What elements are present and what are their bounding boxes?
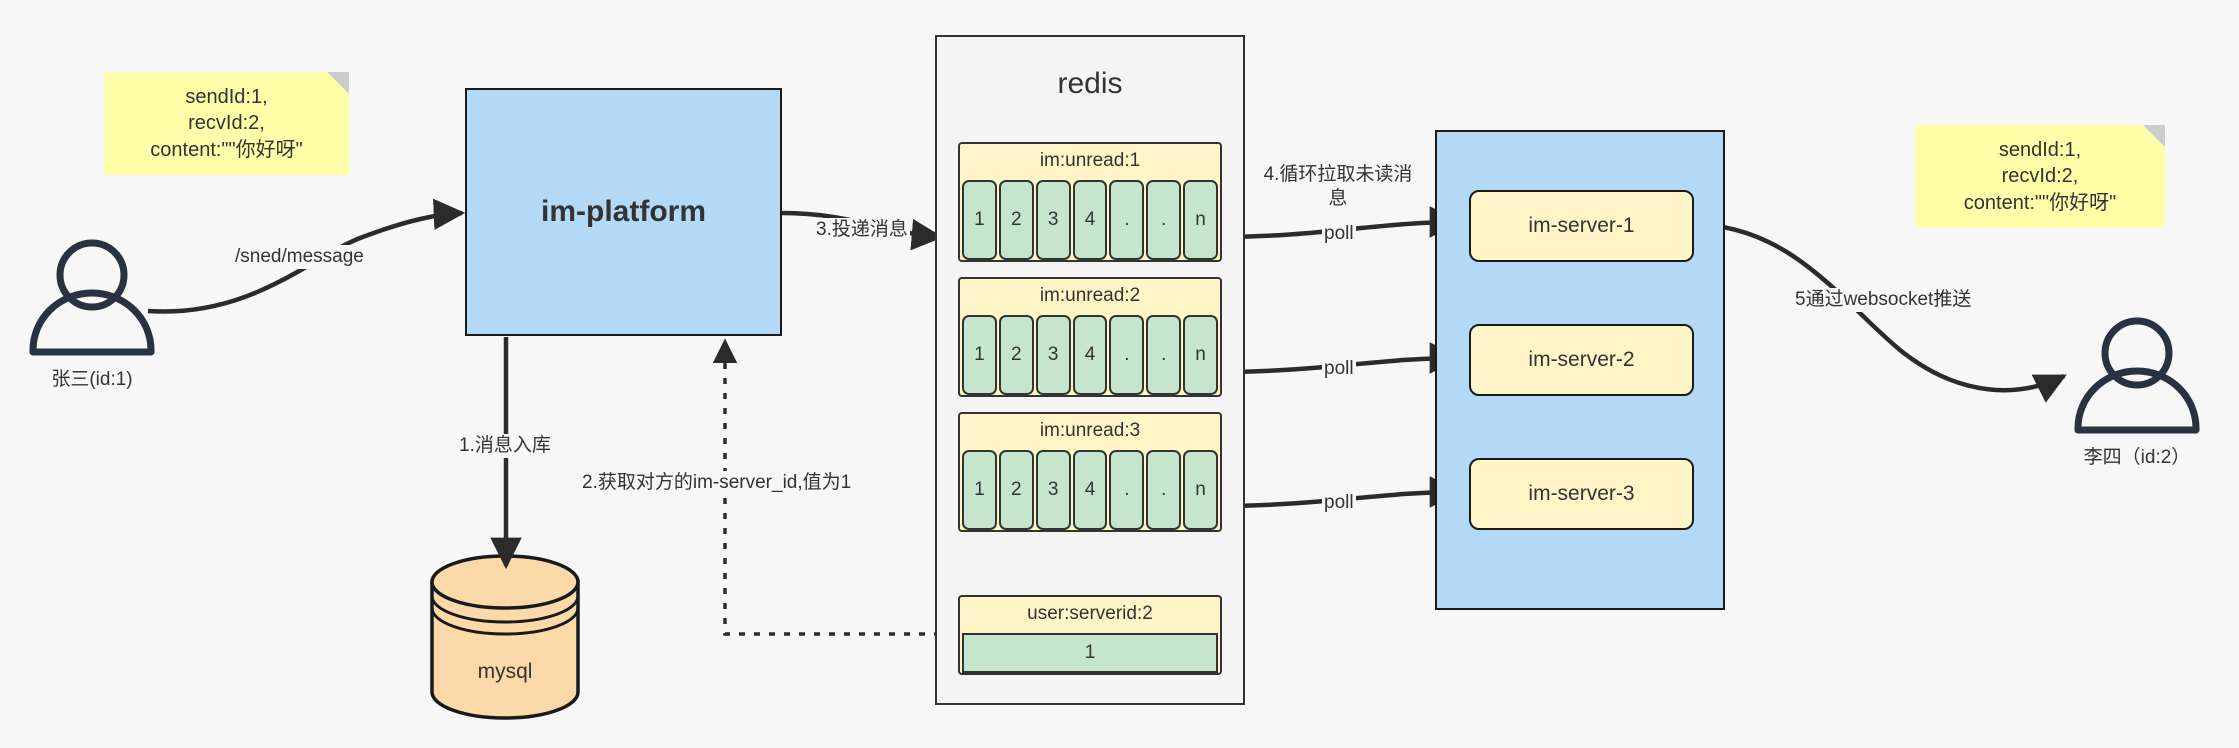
im-server-3-label: im-server-3	[1528, 482, 1635, 505]
queue-cell: 2	[998, 180, 1034, 260]
redis-key-group-2[interactable]: im:unread:2 1 2 3 4 . . n	[958, 277, 1222, 397]
redis-key-group-1[interactable]: im:unread:1 1 2 3 4 . . n	[958, 142, 1222, 262]
im-server-2-box[interactable]: im-server-2	[1469, 324, 1694, 396]
receiver-actor: 李四（id:2）	[2077, 438, 2197, 469]
redis-key-name: im:unread:1	[1039, 150, 1141, 171]
receiver-user-icon	[2074, 317, 2200, 434]
note-right-message-payload: sendId:1, recvId:2, content:""你好呀"	[1915, 125, 2165, 228]
queue-cell: 1	[962, 315, 997, 395]
queue-cell: n	[1183, 180, 1219, 260]
im-server-1-box[interactable]: im-server-1	[1469, 190, 1694, 262]
queue-cell: 3	[1035, 180, 1071, 260]
queue-cell: .	[1109, 450, 1145, 530]
queue-cell: 2	[998, 315, 1034, 395]
queue-cell: .	[1146, 315, 1182, 395]
note-left-message-payload: sendId:1, recvId:2, content:""你好呀"	[104, 72, 349, 175]
im-platform-box[interactable]: im-platform	[465, 88, 782, 336]
receiver-label: 李四（id:2）	[2083, 447, 2191, 468]
sender-label: 张三(id:1)	[51, 369, 133, 390]
redis-queue-cells: 1 2 3 4 . . n	[962, 315, 1219, 395]
edge-label-poll-3: poll	[1322, 491, 1356, 515]
im-server-2-label: im-server-2	[1528, 348, 1635, 371]
edge-label-step1: 1.消息入库	[457, 434, 553, 458]
queue-cell: 4	[1072, 180, 1108, 260]
edge-label-poll-1: poll	[1322, 222, 1356, 246]
redis-queue-cells: 1 2 3 4 . . n	[962, 180, 1219, 260]
queue-cell: n	[1183, 450, 1219, 530]
edge-label-send-message: /sned/message	[233, 245, 366, 269]
queue-cell: 1	[962, 450, 997, 530]
redis-key-name: im:unread:2	[1039, 285, 1141, 306]
note-fold-icon	[2143, 125, 2165, 147]
redis-key-value: 1	[962, 633, 1218, 673]
queue-cell: 4	[1072, 450, 1108, 530]
edge-label-step4: 4.循环拉取未读消 息	[1256, 163, 1420, 211]
queue-cell: .	[1109, 180, 1145, 260]
note-fold-icon	[327, 72, 349, 94]
redis-key-name: im:unread:3	[1039, 420, 1141, 441]
edge-label-step3: 3.投递消息	[814, 218, 910, 242]
note-right-text: sendId:1, recvId:2, content:""你好呀"	[1963, 138, 2117, 214]
queue-cell: 2	[998, 450, 1034, 530]
sender-user-icon	[29, 239, 155, 356]
im-platform-label: im-platform	[541, 195, 706, 228]
edge-label-step2: 2.获取对方的im-server_id,值为1	[580, 471, 854, 495]
edge-label-step5: 5通过websocket推送	[1793, 288, 1974, 312]
redis-queue-cells: 1 2 3 4 . . n	[962, 450, 1219, 530]
redis-key-name: user:serverid:2	[1027, 603, 1153, 624]
im-server-3-box[interactable]: im-server-3	[1469, 458, 1694, 530]
mysql-cylinder-icon	[430, 554, 580, 720]
im-server-1-label: im-server-1	[1528, 214, 1635, 237]
sender-actor: 张三(id:1)	[32, 360, 152, 391]
redis-title: redis	[1057, 67, 1123, 100]
queue-cell: n	[1183, 315, 1219, 395]
redis-key-group-serverid[interactable]: user:serverid:2 1	[958, 595, 1222, 675]
edge-label-poll-2: poll	[1322, 357, 1356, 381]
queue-cell: 4	[1072, 315, 1108, 395]
redis-key-group-3[interactable]: im:unread:3 1 2 3 4 . . n	[958, 412, 1222, 532]
mysql-label: mysql	[477, 660, 533, 683]
im-server-group: im-server-1 im-server-2 im-server-3	[1435, 130, 1725, 610]
queue-cell: .	[1146, 180, 1182, 260]
redis-container: redis im:unread:1 1 2 3 4 . . n im:unrea…	[935, 35, 1245, 705]
queue-cell: 3	[1035, 450, 1071, 530]
queue-cell: 3	[1035, 315, 1071, 395]
queue-cell: .	[1146, 450, 1182, 530]
queue-cell: 1	[962, 180, 997, 260]
queue-cell: .	[1109, 315, 1145, 395]
note-left-text: sendId:1, recvId:2, content:""你好呀"	[150, 85, 303, 161]
